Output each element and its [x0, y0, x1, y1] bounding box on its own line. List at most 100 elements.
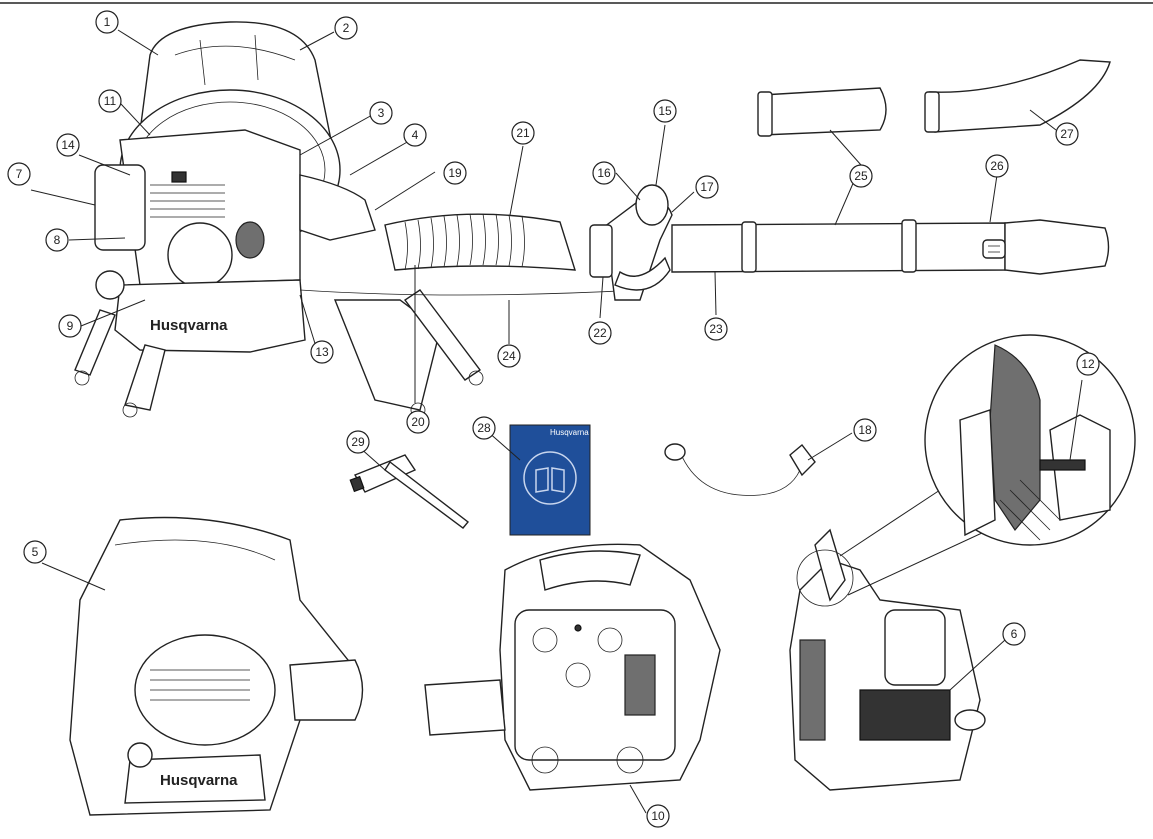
- shoulder-strap-left: [74, 309, 116, 376]
- blow-tube: [671, 222, 1006, 273]
- callout-18: 18: [853, 418, 877, 442]
- tube-lock-1: [741, 221, 757, 273]
- svg-text:8: 8: [54, 233, 61, 247]
- svg-text:7: 7: [16, 167, 23, 181]
- callout-9: 9: [58, 314, 82, 338]
- callout-20: 20: [406, 410, 430, 434]
- magnified-detail: [924, 334, 1136, 546]
- handle-grip-top: [635, 184, 669, 226]
- svg-text:23: 23: [709, 322, 723, 336]
- callout-28: 28: [472, 416, 496, 440]
- fuel-tank: [114, 279, 306, 353]
- callout-3: 3: [369, 101, 393, 125]
- detail-screw: [1039, 459, 1086, 471]
- callout-23: 23: [704, 317, 728, 341]
- side-engine-cover: [884, 609, 946, 686]
- callout-4: 4: [403, 123, 427, 147]
- front-view-outlet: [289, 659, 364, 721]
- callout-8: 8: [45, 228, 69, 252]
- shoulder-strap-center: [124, 344, 166, 411]
- elbow-outlet: [299, 174, 376, 241]
- extension-tube: [761, 87, 887, 136]
- callout-1: 1: [95, 10, 119, 34]
- rear-view-outlet: [424, 679, 506, 736]
- husqvarna-crown-logo: [982, 239, 1006, 259]
- svg-text:21: 21: [516, 126, 530, 140]
- flat-nozzle: [929, 59, 1111, 133]
- callouts: 1 2 3 4 5 6 7 8 9 10 11 12 13 14 15 16 1…: [7, 10, 1100, 828]
- svg-text:19: 19: [448, 166, 462, 180]
- svg-text:12: 12: [1081, 357, 1095, 371]
- svg-text:4: 4: [412, 128, 419, 142]
- callout-13: 13: [310, 340, 334, 364]
- manual-brand-text: Husqvarna: [550, 428, 589, 437]
- leader-lines: [30, 29, 1083, 814]
- callout-21: 21: [511, 121, 535, 145]
- fuel-cap: [95, 270, 125, 300]
- callout-5: 5: [23, 540, 47, 564]
- spark-plug-wire: [664, 443, 816, 496]
- callout-6: 6: [1002, 622, 1026, 646]
- book-icon: [523, 451, 577, 505]
- callout-19: 19: [443, 161, 467, 185]
- shoulder-strap-right: [333, 299, 441, 411]
- flex-hose: [384, 213, 576, 271]
- rear-view-handle: [539, 550, 641, 591]
- side-view-handle: [814, 528, 846, 602]
- blow-tube-assembly: Husqvarna: [384, 184, 1110, 301]
- brand-logo-text: Husqvarna: [150, 317, 228, 334]
- callout-25: 25: [849, 164, 873, 188]
- back-pad: [514, 609, 676, 761]
- tube-lock-2: [901, 219, 917, 273]
- round-nozzle: [1004, 219, 1110, 275]
- callout-7: 7: [7, 162, 31, 186]
- spark-plug-cover: [235, 221, 265, 259]
- blower-rear-view: [424, 543, 721, 791]
- callout-29: 29: [346, 430, 370, 454]
- svg-text:2: 2: [343, 21, 350, 35]
- svg-text:18: 18: [858, 423, 872, 437]
- operators-manual: Husqvarna: [509, 424, 591, 536]
- blower-front-view: Husqvarna: [69, 516, 364, 816]
- svg-text:27: 27: [1060, 127, 1074, 141]
- callout-14: 14: [56, 133, 80, 157]
- callout-22: 22: [588, 321, 612, 345]
- svg-text:14: 14: [61, 138, 75, 152]
- accessory-nozzles: [757, 59, 1111, 137]
- svg-text:25: 25: [854, 169, 868, 183]
- air-filter-cover: [94, 164, 146, 251]
- front-view-brand: Husqvarna: [160, 772, 238, 789]
- swivel-joint: [589, 224, 613, 278]
- starter-cover: [167, 222, 233, 288]
- throttle-cable: [299, 289, 641, 296]
- svg-text:24: 24: [502, 349, 516, 363]
- svg-text:1: 1: [104, 15, 111, 29]
- callout-10: 10: [646, 804, 670, 828]
- svg-text:28: 28: [477, 421, 491, 435]
- side-back-pad: [799, 639, 826, 741]
- rear-label-plate: [624, 654, 656, 716]
- svg-text:6: 6: [1011, 627, 1018, 641]
- callout-11: 11: [98, 89, 122, 113]
- combination-wrench: [349, 454, 470, 529]
- callout-17: 17: [695, 175, 719, 199]
- callout-12: 12: [1076, 352, 1100, 376]
- svg-text:20: 20: [411, 415, 425, 429]
- engine-vent: [171, 171, 187, 183]
- blower-side-view: [789, 489, 1011, 791]
- svg-text:16: 16: [597, 166, 611, 180]
- svg-text:17: 17: [700, 180, 714, 194]
- flat-nozzle-lock: [924, 91, 940, 133]
- svg-text:9: 9: [67, 319, 74, 333]
- callout-2: 2: [334, 16, 358, 40]
- callout-26: 26: [985, 154, 1009, 178]
- svg-text:5: 5: [32, 545, 39, 559]
- svg-text:13: 13: [315, 345, 329, 359]
- blower-main-view: Husqvarna: [74, 21, 641, 418]
- hip-strap: [403, 289, 482, 381]
- callout-16: 16: [592, 161, 616, 185]
- extension-tube-lock: [757, 91, 773, 137]
- callout-15: 15: [653, 99, 677, 123]
- detail-circle-small: [796, 549, 854, 607]
